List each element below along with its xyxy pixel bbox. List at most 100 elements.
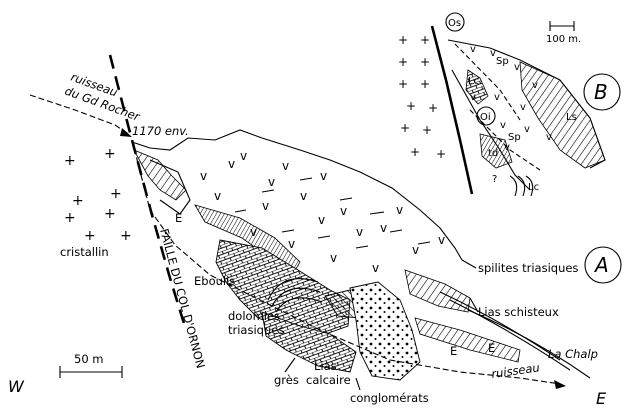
b-crystalline-cross: +: [420, 55, 430, 69]
spilite-v: v: [300, 189, 307, 203]
lias-schist-upper: [133, 149, 187, 201]
spilite-v: v: [228, 157, 235, 171]
b-spilite-v: v: [524, 124, 530, 135]
b-crystalline-cross: +: [428, 101, 438, 115]
label-conglomerats: conglomérats: [350, 391, 429, 405]
label-e-2: E: [450, 344, 457, 358]
spilite-v: v: [372, 261, 379, 275]
b-crystalline-cross: +: [398, 77, 408, 91]
stream-top-arrow: [120, 128, 132, 137]
label-stream-bottom: ruisseau: [490, 360, 540, 381]
b-lc-band: [465, 69, 489, 105]
b-spilite-v: v: [494, 92, 500, 103]
scale-bar-b: [549, 21, 575, 31]
b-spilite-v: v: [470, 92, 476, 103]
b-ls-hatch: [519, 61, 606, 169]
spilite-body: [131, 129, 463, 261]
b-spilite-v: v: [546, 132, 552, 143]
label-la-chalp: La Chalp: [548, 347, 598, 361]
label-lc-1: Lc: [468, 76, 479, 87]
label-e-3: E: [488, 341, 495, 355]
b-spilite-v: v: [490, 48, 496, 59]
label-dolomites-2: triasiques: [228, 323, 284, 337]
b-spilite-v: v: [532, 80, 538, 91]
spilite-v: v: [320, 169, 327, 183]
b-os-circle: [445, 12, 465, 32]
b-lower: [451, 69, 531, 191]
spilite-v: v: [356, 225, 363, 239]
label-ls: Ls: [566, 112, 577, 123]
b-crystalline-cross: +: [398, 55, 408, 69]
b-crystalline-cross: +: [422, 123, 432, 137]
label-question: ?: [492, 174, 497, 185]
eboulis-wedge: [149, 159, 191, 215]
crystalline-pattern: ++++++++: [64, 146, 132, 244]
spilite-v: v: [240, 149, 247, 163]
stream-bottom: [131, 139, 561, 385]
label-east: E: [596, 389, 607, 408]
label-eboulis: Eboulis: [194, 274, 235, 288]
spilite-v: v: [200, 169, 207, 183]
label-elevation: 1170 env.: [132, 124, 189, 138]
spilite-v: v: [412, 243, 419, 257]
east-bedding: [439, 291, 591, 379]
label-lias-schist: Lias schisteux: [478, 305, 559, 319]
dolomite-lower: [261, 311, 357, 373]
label-dolomites-1: dolomies: [228, 309, 280, 323]
b-dashes: [454, 43, 541, 171]
b-crystalline-cross: +: [436, 147, 446, 161]
panel-b-circle: [583, 73, 621, 111]
b-crystalline-cross: +: [420, 77, 430, 91]
b-bottom-curves: [509, 175, 534, 197]
spilite-v: v: [438, 233, 445, 247]
label-oi: Oi: [480, 112, 491, 123]
b-oi-circle: [476, 106, 496, 126]
panel-a-circle: [584, 246, 622, 284]
b-spilite-v: v: [514, 62, 520, 73]
label-sp-1: Sp: [496, 56, 509, 67]
b-crystalline-cross: +: [398, 33, 408, 47]
spilite-v: v: [214, 189, 221, 203]
b-td-band: [479, 133, 513, 169]
label-lias-calc-1: Lias: [314, 359, 337, 373]
crystalline-cross: +: [104, 206, 116, 222]
lias-schist-lower-2: [414, 317, 521, 363]
spilite-v: v: [396, 203, 403, 217]
stream-bottom-arrow: [554, 380, 566, 389]
conglomerate-body: [349, 281, 421, 381]
spilite-v: v: [282, 159, 289, 173]
crystalline-cross: +: [72, 193, 84, 209]
crystalline-cross: +: [64, 210, 76, 226]
crystalline-cross: +: [120, 228, 132, 244]
label-lc-2: Lc: [528, 182, 539, 193]
label-crystalline: cristallin: [60, 245, 109, 259]
crystalline-cross: +: [84, 228, 96, 244]
label-gres: grès: [274, 373, 299, 387]
spilite-v: v: [288, 237, 295, 251]
spilite-v: v: [318, 213, 325, 227]
scale-bar-a: [59, 366, 123, 378]
label-e-1: E: [175, 211, 182, 225]
crystalline-cross: +: [110, 186, 122, 202]
fault-line: [108, 54, 188, 331]
label-sp-2: Sp: [508, 132, 521, 143]
b-spilite-v: v: [520, 102, 526, 113]
b-crystalline-cross: +: [410, 145, 420, 159]
label-td: td: [488, 148, 498, 159]
label-panel-a: A: [593, 253, 609, 277]
b-crystalline-pattern: ++++++++++++: [398, 33, 446, 161]
b-crystalline-cross: +: [420, 33, 430, 47]
label-scale-b: 100 m.: [546, 34, 581, 45]
crystalline-cross: +: [104, 146, 116, 162]
label-spilites: spilites triasiques: [478, 261, 578, 275]
spilite-v: v: [380, 221, 387, 235]
label-lias-calc-2: calcaire: [306, 373, 351, 387]
spilite-v: v: [262, 199, 269, 213]
leader-lines: [284, 259, 479, 391]
label-panel-b: B: [594, 80, 608, 104]
crystalline-cross: +: [64, 153, 76, 169]
